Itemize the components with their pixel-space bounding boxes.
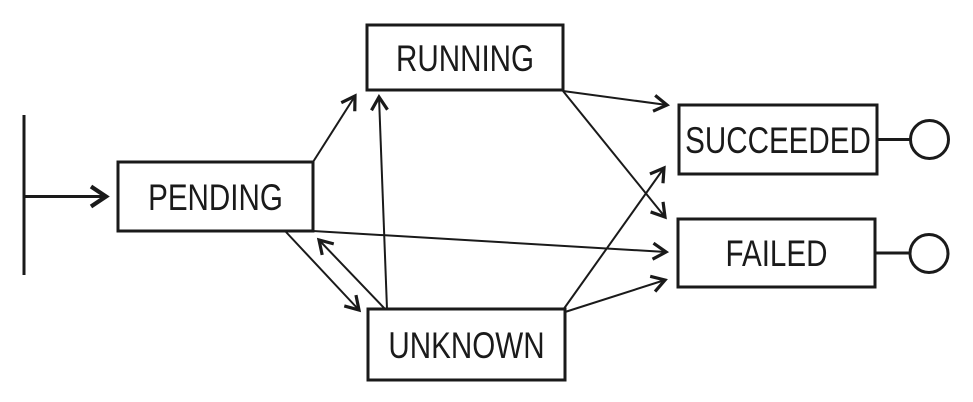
transition-running-to-failed [562,90,667,220]
transition-unknown-to-pending [316,237,386,310]
state-running: RUNNING [365,23,565,92]
transition-unknown-to-running [370,93,389,310]
state-label-pending: PENDING [148,178,283,219]
state-failed: FAILED [676,217,877,289]
state-box-pending [116,160,315,233]
transition-pending-to-running [312,93,357,163]
final-state-circle-failed [908,233,950,274]
transition-unknown-to-failed [564,274,668,313]
state-unknown: UNKNOWN [366,307,567,382]
state-label-succeeded: SUCCEEDED [685,121,871,162]
transition-pending-to-failed [312,230,670,261]
transition-pending-to-unknown [285,231,362,313]
state-box-running [365,23,565,92]
state-label-unknown: UNKNOWN [388,326,544,367]
state-label-failed: FAILED [726,234,828,275]
state-label-running: RUNNING [396,39,534,80]
state-box-succeeded [677,103,879,176]
final-state-circle-succeeded [909,119,950,160]
state-pending: PENDING [116,160,315,233]
state-succeeded: SUCCEEDED [677,103,879,176]
transition-unknown-to-succeeded [562,165,666,311]
state-box-unknown [366,307,567,382]
final-state-failed [875,233,950,274]
final-state-succeeded [877,119,950,160]
transition-running-to-succeeded [562,90,671,113]
